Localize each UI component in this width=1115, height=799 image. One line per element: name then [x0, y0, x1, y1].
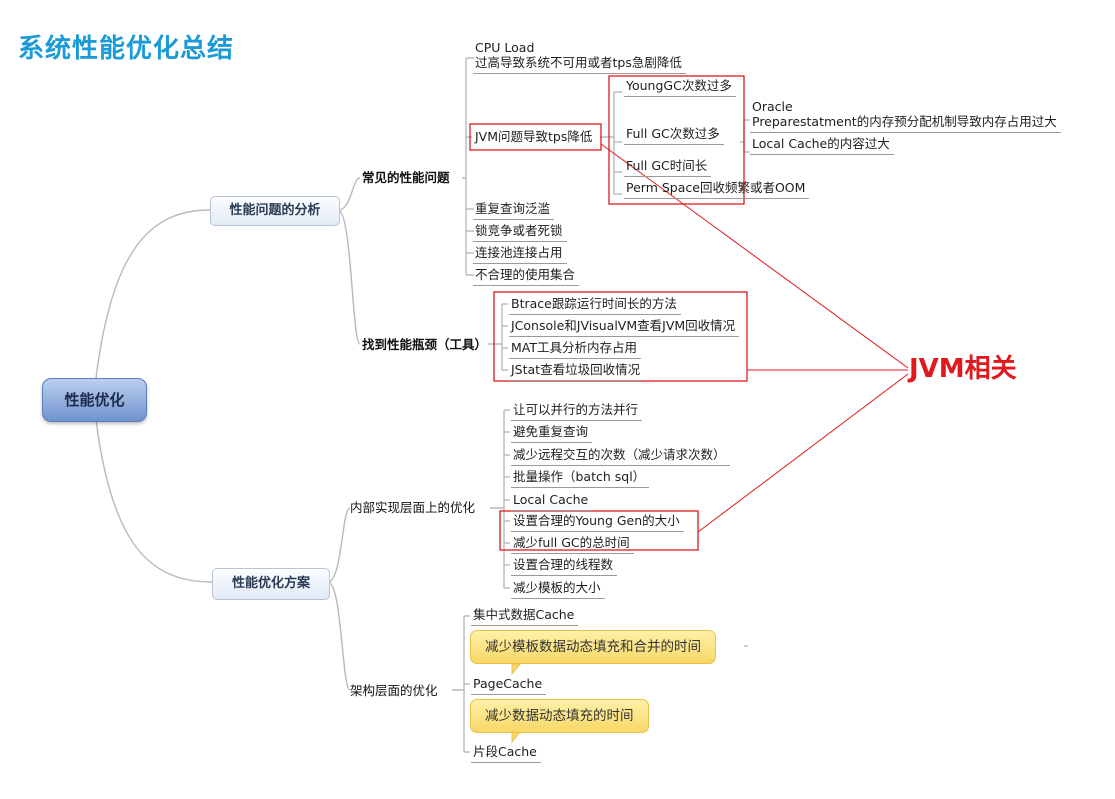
internal-branch[interactable]: 内部实现层面上的优化	[350, 500, 476, 515]
full-gc-count-item: Full GC次数过多	[624, 126, 724, 145]
full-gc-time-item: Full GC时间长	[624, 158, 712, 177]
page-cache-item: PageCache	[471, 676, 547, 695]
pool-item: 连接池连接占用	[473, 245, 567, 264]
local-cache-issue-item: Local Cache的内容过大	[750, 136, 894, 155]
young-gc-item: YoungGC次数过多	[624, 78, 736, 97]
analysis-node[interactable]: 性能问题的分析	[210, 196, 340, 226]
internal-item: 设置合理的线程数	[511, 557, 618, 576]
highlight-box-jvm-issue	[469, 123, 602, 151]
highlight-box-gc-group	[608, 75, 745, 205]
collections-item: 不合理的使用集合	[473, 267, 580, 286]
tool-item: MAT工具分析内存占用	[509, 340, 642, 359]
tool-item: JConsole和JVisualVM查看JVM回收情况	[509, 318, 740, 337]
highlight-box-young-gen	[499, 510, 699, 551]
page-title: 系统性能优化总结	[18, 34, 235, 64]
oracle-item-line1: Oracle	[752, 99, 793, 114]
jvm-issue-item: JVM问题导致tps降低	[475, 129, 593, 144]
central-cache-item: 集中式数据Cache	[471, 607, 579, 626]
highlight-box-tools	[493, 291, 748, 382]
internal-item: 减少full GC的总时间	[511, 535, 634, 554]
internal-item: 避免重复查询	[511, 424, 593, 443]
lock-item: 锁竞争或者死锁	[473, 223, 567, 242]
perm-space-item: Perm Space回收频繁或者OOM	[624, 180, 810, 199]
architecture-branch[interactable]: 架构层面的优化	[350, 683, 438, 698]
oracle-item-line2: Preparestatment的内存预分配机制导致内存占用过大	[750, 114, 1061, 133]
internal-item: 让可以并行的方法并行	[511, 402, 643, 421]
repeat-query-item: 重复查询泛滥	[473, 201, 555, 220]
common-problems-branch[interactable]: 常见的性能问题	[362, 170, 450, 185]
solution-node[interactable]: 性能优化方案	[212, 568, 330, 600]
cpu-load-desc: 过高导致系统不可用或者tps急剧降低	[473, 55, 686, 74]
tool-item: Btrace跟踪运行时间长的方法	[509, 296, 681, 315]
internal-item: 批量操作（batch sql）	[511, 469, 650, 488]
tool-item: JStat查看垃圾回收情况	[509, 362, 645, 381]
internal-item: 减少远程交互的次数（减少请求次数）	[511, 447, 730, 466]
fragment-cache-item: 片段Cache	[471, 744, 541, 763]
note-bubble: 减少数据动态填充的时间	[470, 699, 649, 733]
root-node[interactable]: 性能优化	[42, 378, 147, 422]
internal-item: 设置合理的Young Gen的大小	[511, 513, 684, 532]
jvm-callout-label: JVM相关	[909, 354, 1017, 384]
note-bubble: 减少模板数据动态填充和合并的时间	[470, 630, 716, 664]
internal-item: Local Cache	[511, 492, 593, 511]
bottleneck-branch[interactable]: 找到性能瓶颈（工具）	[362, 337, 488, 352]
internal-item: 减少模板的大小	[511, 580, 605, 599]
cpu-load-title: CPU Load	[475, 40, 535, 55]
